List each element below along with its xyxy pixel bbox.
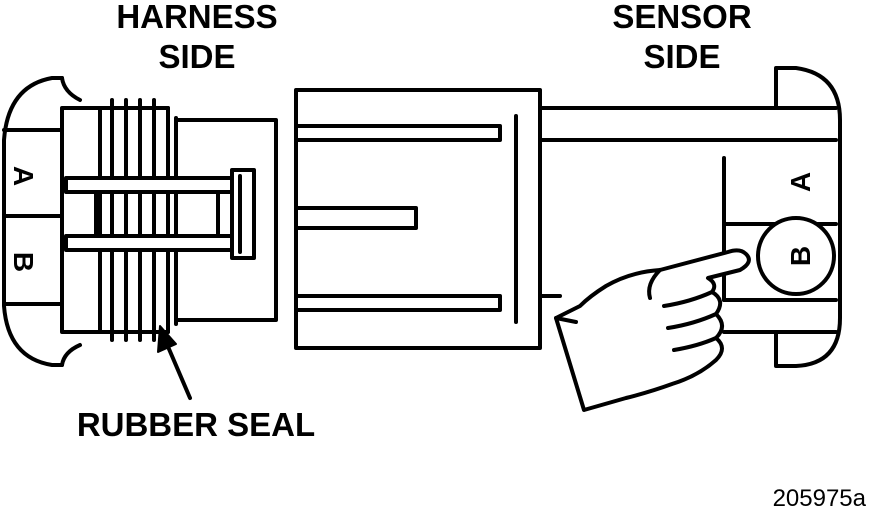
harness-pin-a-label: A (8, 166, 39, 186)
harness-side-label-line1: HARNESS (116, 0, 277, 35)
rubber-seal-label: RUBBER SEAL (77, 406, 315, 443)
figure-id: 205975a (773, 485, 867, 512)
harness-terminal-blades (64, 168, 256, 260)
middle-connector-body (294, 88, 542, 350)
harness-pin-b-label: B (8, 252, 39, 272)
harness-connector: A B (2, 76, 278, 367)
sensor-pin-a-label: A (785, 172, 816, 192)
harness-side-label-line2: SIDE (158, 38, 235, 75)
harness-collar (60, 106, 102, 334)
sensor-pin-b-label: B (785, 246, 816, 266)
sensor-pin-b-circle (756, 216, 836, 296)
sensor-side-label-line1: SENSOR (612, 0, 752, 35)
rubber-seal-arrow (157, 325, 192, 400)
harness-end-cap (2, 76, 64, 367)
sensor-end-cap (774, 66, 842, 368)
sensor-side-label-line2: SIDE (643, 38, 720, 75)
harness-seal-ribs (98, 98, 178, 342)
sensor-connector: A B (538, 66, 842, 368)
harness-terminal-body (174, 118, 278, 322)
pointing-hand-icon (554, 248, 751, 412)
